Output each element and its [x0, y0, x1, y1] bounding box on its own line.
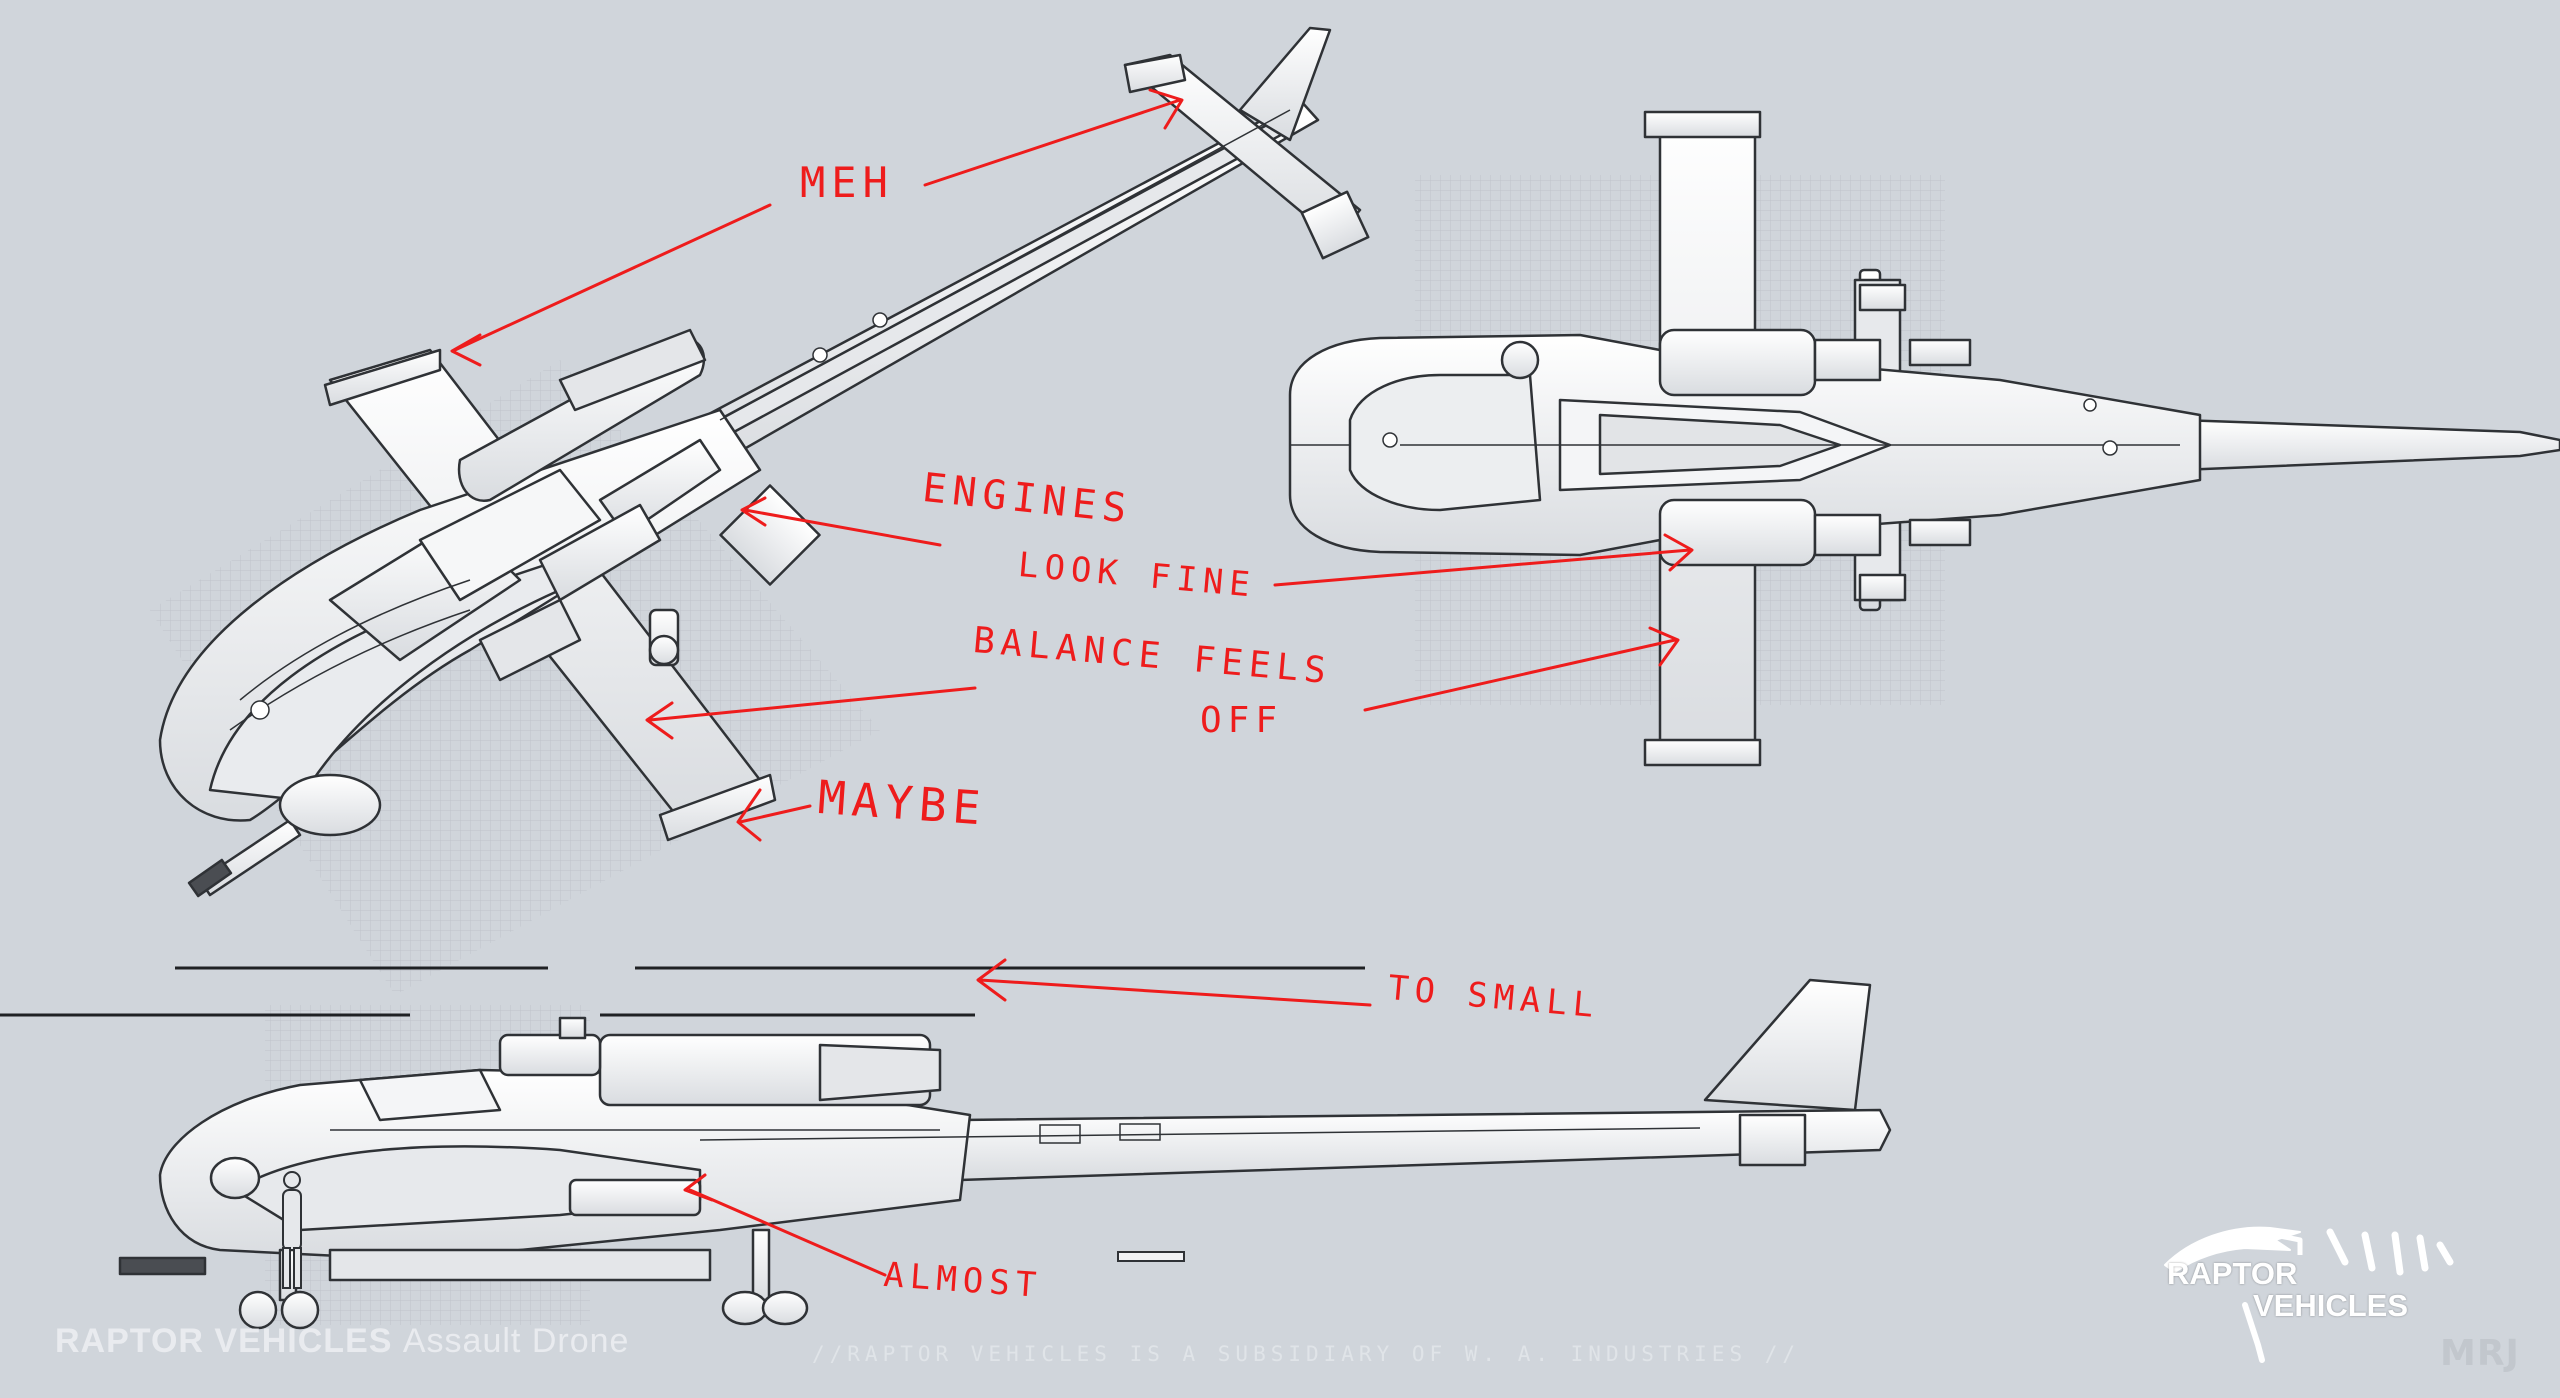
pilot-scale-figure [282, 1171, 302, 1289]
top-view-drone [1288, 110, 2560, 767]
engines-arrow [740, 496, 942, 547]
too-small-arrow [976, 958, 1372, 1007]
raptor-skull-logo-icon [2164, 1226, 2454, 1363]
note-meh: MEH [800, 158, 894, 207]
annotation-strokes [450, 88, 1694, 1277]
product-caption: RAPTOR VEHICLES Assault Drone [55, 1322, 629, 1361]
meh-arrow-wing [450, 203, 772, 367]
artist-watermark: MRJ [2440, 1333, 2520, 1374]
side-view-drone [0, 966, 1892, 1330]
balance-arrow-left [645, 686, 977, 740]
angled-view-drone [150, 26, 1370, 995]
logo-line-vehicles: VEHICLES [2253, 1288, 2409, 1323]
angled-view-grid [150, 360, 880, 995]
logo-line-raptor: RAPTOR [2167, 1256, 2298, 1291]
balance-arrow-right [1363, 626, 1680, 712]
caption-brand: RAPTOR VEHICLES [55, 1322, 393, 1360]
almost-arrow [683, 1173, 887, 1277]
meh-arrow-tail [923, 88, 1184, 187]
maybe-arrow [736, 788, 812, 842]
scale-bar [1117, 1251, 1185, 1262]
look-fine-arrow [1273, 533, 1694, 587]
subsidiary-notice: //RAPTOR VEHICLES IS A SUBSIDIARY OF W. … [812, 1342, 1801, 1366]
caption-product: Assault Drone [402, 1322, 630, 1360]
note-off: OFF [1200, 700, 1284, 741]
